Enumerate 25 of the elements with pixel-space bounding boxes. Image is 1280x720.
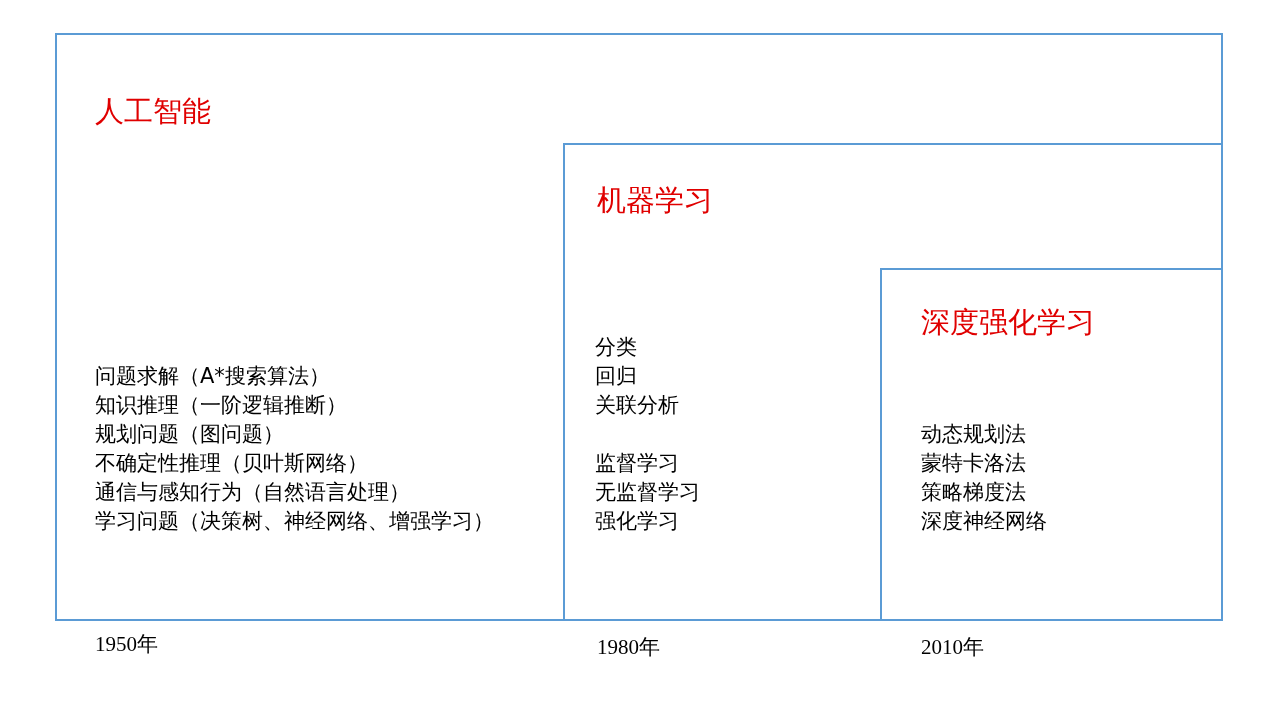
list-item: 学习问题（决策树、神经网络、增强学习） <box>95 508 494 535</box>
list-item: 分类 <box>595 334 638 361</box>
list-item: 不确定性推理（贝叶斯网络） <box>95 450 369 477</box>
group-title: 人工智能 <box>95 93 211 130</box>
list-item: 强化学习 <box>595 508 680 535</box>
year-label: 2010年 <box>921 634 984 661</box>
group-title: 深度强化学习 <box>921 304 1095 341</box>
list-item: 策略梯度法 <box>921 479 1027 506</box>
list-item: 回归 <box>595 363 638 390</box>
list-item: 监督学习 <box>595 450 680 477</box>
list-item: 动态规划法 <box>921 421 1027 448</box>
list-item: 无监督学习 <box>595 479 700 506</box>
list-item: 知识推理（一阶逻辑推断） <box>95 392 348 419</box>
year-label: 1950年 <box>95 631 158 658</box>
list-item: 关联分析 <box>595 392 680 419</box>
list-item: 蒙特卡洛法 <box>921 450 1027 477</box>
list-item: 规划问题（图问题） <box>95 421 285 448</box>
list-item: 问题求解（A*搜索算法） <box>95 363 331 390</box>
region-box <box>55 33 1223 621</box>
list-item: 深度神经网络 <box>921 508 1047 535</box>
list-item: 通信与感知行为（自然语言处理） <box>95 479 411 506</box>
region-box <box>563 143 1223 621</box>
region-box <box>880 268 1223 621</box>
year-label: 1980年 <box>597 634 660 661</box>
group-title: 机器学习 <box>597 182 713 219</box>
